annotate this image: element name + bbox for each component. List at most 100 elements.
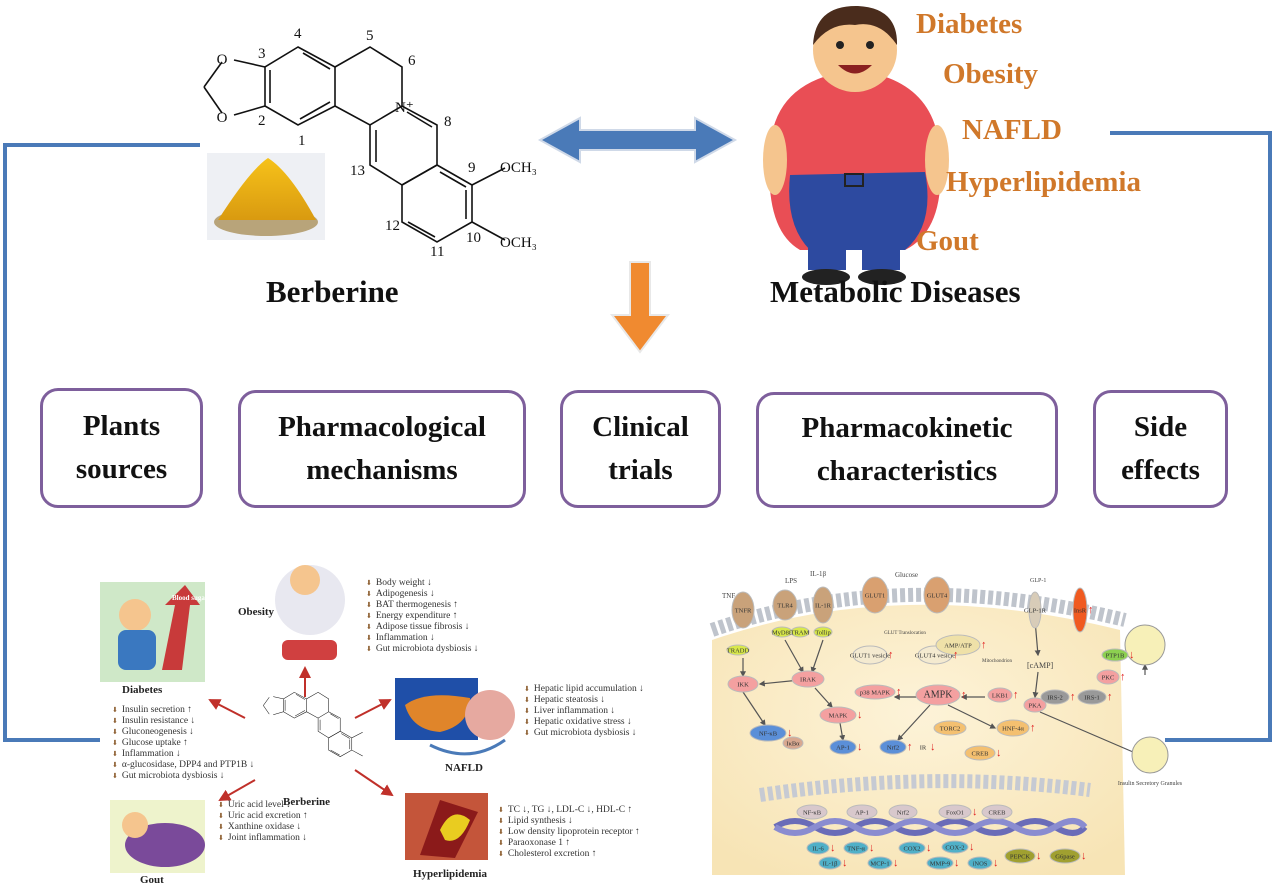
pathway-node-label: Nrf2 xyxy=(887,745,899,752)
pathway-node-pepck: PEPCK xyxy=(1004,848,1036,864)
pathway-node-cox-2: COX-2 xyxy=(941,840,969,854)
pathway-node-tlr4: TLR4 xyxy=(772,589,798,621)
pathway-node-mcp-1: MCP-1 xyxy=(867,856,893,870)
pathway-node-label: GLUT1 vesicle xyxy=(850,653,890,660)
pathway-node-nf-b: NF-κB xyxy=(749,724,787,742)
signaling-pathway: Insulin Secretory Granules TNF LPS IL-1β… xyxy=(709,570,1183,875)
pathway-node-label: HNF-4α xyxy=(1002,726,1024,733)
pathway-node-label: AP-1 xyxy=(836,745,850,752)
pathway-node-hnf-4-: HNF-4α xyxy=(996,719,1030,737)
up-arrow-icon: ↑ xyxy=(981,639,987,651)
pathway-node-p38-mapk: p38 MAPK xyxy=(854,684,896,700)
down-arrow-icon: ↓ xyxy=(1129,649,1135,661)
pathway-node-ir: IR xyxy=(920,745,927,752)
obesity-effects-list: Body weight ↓Adipogenesis ↓BAT thermogen… xyxy=(366,578,479,655)
effect-item: Low density lipoprotein receptor ↑ xyxy=(498,827,640,838)
granules-label: Insulin Secretory Granules xyxy=(1118,781,1183,787)
topic-line: Pharmacological xyxy=(278,410,486,443)
position-number: 12 xyxy=(385,218,400,234)
pathway-node-glut1: GLUT1 xyxy=(861,576,889,614)
down-arrow-icon: ↓ xyxy=(893,857,899,869)
bidirectional-arrow xyxy=(537,116,738,164)
effect-item: Hepatic oxidative stress ↓ xyxy=(524,717,644,728)
pathway-node-tradd: TRADD xyxy=(726,644,750,656)
pathway-node-torc2: TORC2 xyxy=(933,720,967,736)
effect-item: Joint inflammation ↓ xyxy=(218,833,308,844)
position-number: 11 xyxy=(430,244,444,260)
up-arrow-icon: ↑ xyxy=(953,649,959,661)
pathway-node-ap-1: AP-1 xyxy=(846,804,878,820)
down-arrow-icon: ↓ xyxy=(1081,850,1087,862)
position-number: 2 xyxy=(258,113,266,129)
pathway-node-label: IR xyxy=(920,745,927,752)
pathway-node-ptp1b: PTP1B xyxy=(1101,648,1129,662)
pathway-node-nf-b: NF-κB xyxy=(796,804,828,820)
pathway-node-insr: InsR xyxy=(1072,587,1088,633)
pathway-node-label: MAPK xyxy=(829,713,848,720)
pathway-node-label: TNFR xyxy=(735,608,752,615)
pathway-node-label: IKK xyxy=(737,682,749,689)
effect-item: Inflammation ↓ xyxy=(112,749,254,760)
pathway-node-label: AMP/ATP xyxy=(944,643,972,650)
topic-line: Pharmacokinetic xyxy=(801,411,1013,444)
pathway-node-glut4: GLUT4 xyxy=(923,576,951,614)
pathway-node-label: MCP-1 xyxy=(870,861,889,868)
pathway-node-il-6: IL-6 xyxy=(806,841,830,855)
disease-gout: Gout xyxy=(916,225,979,257)
down-arrow xyxy=(609,261,671,354)
il1b-label: IL-1β xyxy=(810,570,826,578)
pathway-node-mapk: MAPK xyxy=(819,706,857,724)
pathway-node-label: IRS-2 xyxy=(1047,695,1063,702)
pathway-node-nrf2: Nrf2 xyxy=(879,739,907,755)
atom-n-plus: N⁺ xyxy=(395,100,414,116)
liver-tissue-image xyxy=(465,690,515,740)
position-number: 8 xyxy=(444,114,452,130)
pathway-node-label: GLUT1 xyxy=(865,593,886,600)
up-arrow-icon: ↑ xyxy=(961,689,967,701)
regulation-arrows: ↑↑↑↑↑↑↓↓↓↑↓↓↑↑↑↑↓↑↓↓↓↓↓↓↓↓↓↓↓ xyxy=(787,604,1135,869)
pathway-node-label: TLR4 xyxy=(777,603,793,610)
position-number: 9 xyxy=(468,160,476,176)
pathway-node-label: TORC2 xyxy=(940,726,960,733)
down-arrow-icon: ↓ xyxy=(869,842,875,854)
pathway-node-label: Tollip xyxy=(815,630,830,637)
pathway-node-label: GLUT4 vesicle xyxy=(915,653,955,660)
glucose-label: Glucose xyxy=(895,571,918,579)
pathway-node-irs-1: IRS-1 xyxy=(1077,689,1107,705)
pathway-node-label: IRS-1 xyxy=(1084,695,1100,702)
topic-line: Side xyxy=(1133,410,1188,443)
pathway-node-label: G6pase xyxy=(1055,854,1075,861)
effect-item: Gluconeogenesis ↓ xyxy=(112,727,254,738)
pathway-node-lkb1: LKB1 xyxy=(987,687,1013,703)
position-number: 6 xyxy=(408,53,416,69)
nafld-effects-list: Hepatic lipid accumulation ↓Hepatic stea… xyxy=(524,684,644,739)
pathway-node-tnfr: TNFR xyxy=(731,591,755,629)
effect-item: Insulin resistance ↓ xyxy=(112,716,254,727)
effect-item: Glucose uptake ↑ xyxy=(112,738,254,749)
berberine-title: Berberine xyxy=(266,274,399,309)
effect-item: Paraoxonase 1 ↑ xyxy=(498,838,640,849)
lps-label: LPS xyxy=(785,577,797,585)
pathway-node-il-1r: IL-1R xyxy=(812,586,834,624)
effect-item: α-glucosidase, DPP4 and PTP1B ↓ xyxy=(112,760,254,771)
down-arrow-icon: ↓ xyxy=(954,857,960,869)
glp1-label: GLP-1 xyxy=(1030,578,1046,584)
topic-line: trials xyxy=(608,454,673,486)
obesity-image xyxy=(275,565,345,660)
pathway-node-ampk: AMPK xyxy=(915,684,961,706)
pathway-node-label: p38 MAPK xyxy=(860,690,890,697)
up-arrow-icon: ↑ xyxy=(1120,671,1126,683)
topic-line: sources xyxy=(75,453,168,485)
effect-item: Xanthine oxidase ↓ xyxy=(218,822,308,833)
pathway-node-il-1-: IL-1β xyxy=(818,856,842,870)
effect-item: Body weight ↓ xyxy=(366,578,479,589)
disease-diabetes: Diabetes xyxy=(916,8,1023,40)
topic-line: characteristics xyxy=(816,455,998,487)
atom-och3-10: OCH₃ xyxy=(500,235,537,251)
up-arrow-icon: ↑ xyxy=(1070,691,1076,703)
down-arrow-icon: ↓ xyxy=(830,842,836,854)
